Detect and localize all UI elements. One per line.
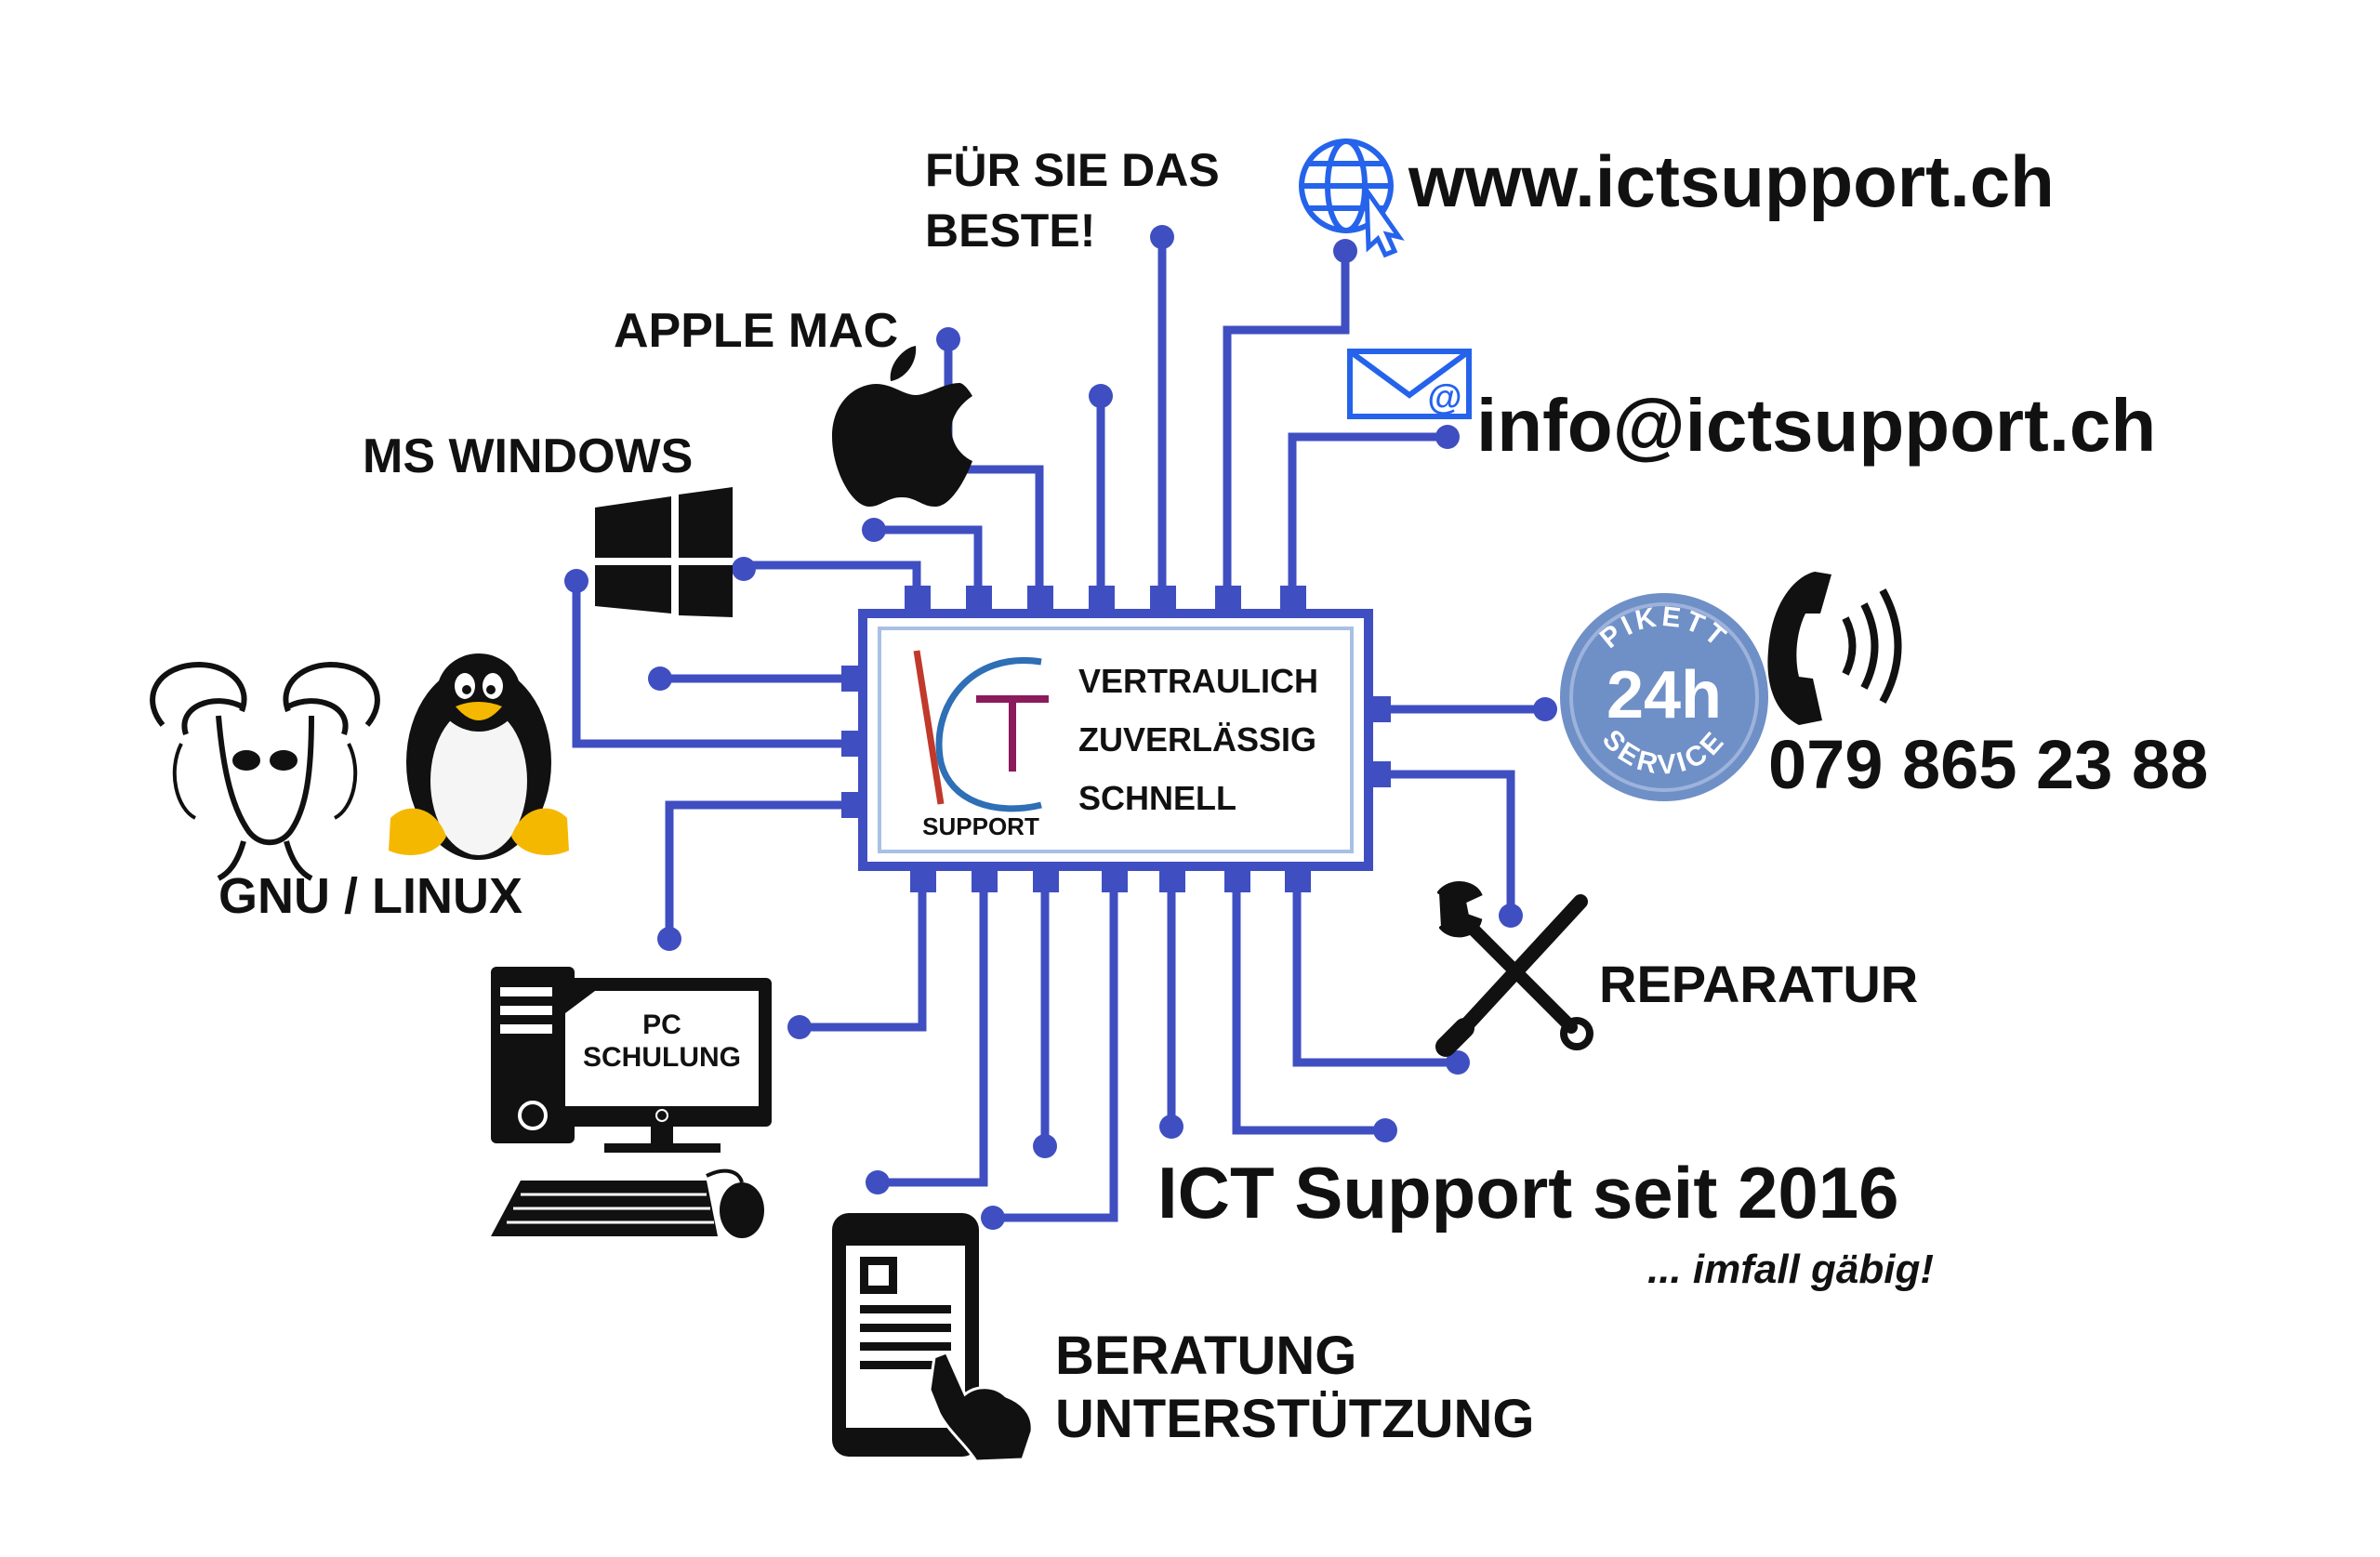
trace-left-3 xyxy=(665,800,860,937)
trace-schulung xyxy=(800,874,927,1032)
windows-label: MS WINDOWS xyxy=(363,429,693,483)
website-text: www.ictsupport.ch xyxy=(1408,140,2055,222)
badge-center-text: 24h xyxy=(1606,658,1722,732)
apple-icon xyxy=(832,346,972,507)
logo-sub-text: SUPPORT xyxy=(922,812,1039,840)
trace-windows xyxy=(744,561,921,600)
trace-linux xyxy=(572,581,860,748)
windows-icon xyxy=(595,487,733,617)
pikett-24h-badge: PIKETT SERVICE 24h xyxy=(1560,593,1768,801)
trace-reparatur xyxy=(1374,770,1515,916)
trace-top-left xyxy=(874,525,983,600)
gnu-icon xyxy=(150,661,380,881)
reparatur-label: REPARATUR xyxy=(1599,955,1918,1013)
circuit-traces xyxy=(572,239,1543,1222)
slogan-text: ... imfall gäbig! xyxy=(1647,1247,1934,1292)
chip-line-zuverlaessig: ZUVERLÄSSIG xyxy=(1078,720,1316,759)
since-text: ICT Support seit 2016 xyxy=(1157,1152,1899,1234)
schulung-line-1: PC xyxy=(642,1009,681,1040)
envelope-at-icon: @ xyxy=(1347,349,1472,419)
trace-beratung-2 xyxy=(993,874,1118,1222)
wrench-screwdriver-icon xyxy=(1435,881,1593,1057)
linux-label: GNU / LINUX xyxy=(218,868,522,924)
globe-cursor-icon xyxy=(1299,139,1405,258)
tablet-touch-icon xyxy=(832,1213,1034,1463)
fuer-sie-line-1: FÜR SIE DAS xyxy=(925,144,1220,196)
chip-line-vertraulich: VERTRAULICH xyxy=(1078,662,1318,700)
email-text: info@ictsupport.ch xyxy=(1476,384,2156,467)
trace-bottom-7 xyxy=(1292,874,1458,1067)
phone-icon xyxy=(1767,572,1902,725)
trace-email xyxy=(1288,432,1441,600)
phone-number: 079 865 23 88 xyxy=(1768,726,2208,803)
tux-icon xyxy=(389,653,569,860)
trace-website xyxy=(1223,251,1350,600)
beratung-line-1: BERATUNG xyxy=(1055,1326,1356,1386)
svg-text:@: @ xyxy=(1427,378,1461,417)
trace-endpoints xyxy=(564,225,1557,1230)
apple-label: APPLE MAC xyxy=(614,304,898,358)
ict-logo: SUPPORT xyxy=(913,650,1049,840)
computer-icon: PC SCHULUNG xyxy=(491,967,772,1238)
fuer-sie-line-2: BESTE! xyxy=(925,205,1095,257)
trace-since xyxy=(1232,874,1385,1135)
chip-line-schnell: SCHNELL xyxy=(1078,779,1236,817)
trace-beratung-1 xyxy=(878,874,988,1187)
beratung-line-2: UNTERSTÜTZUNG xyxy=(1055,1389,1535,1449)
schulung-line-2: SCHULUNG xyxy=(583,1042,741,1073)
chip: SUPPORT VERTRAULICH ZUVERLÄSSIG SCHNELL xyxy=(841,586,1391,892)
